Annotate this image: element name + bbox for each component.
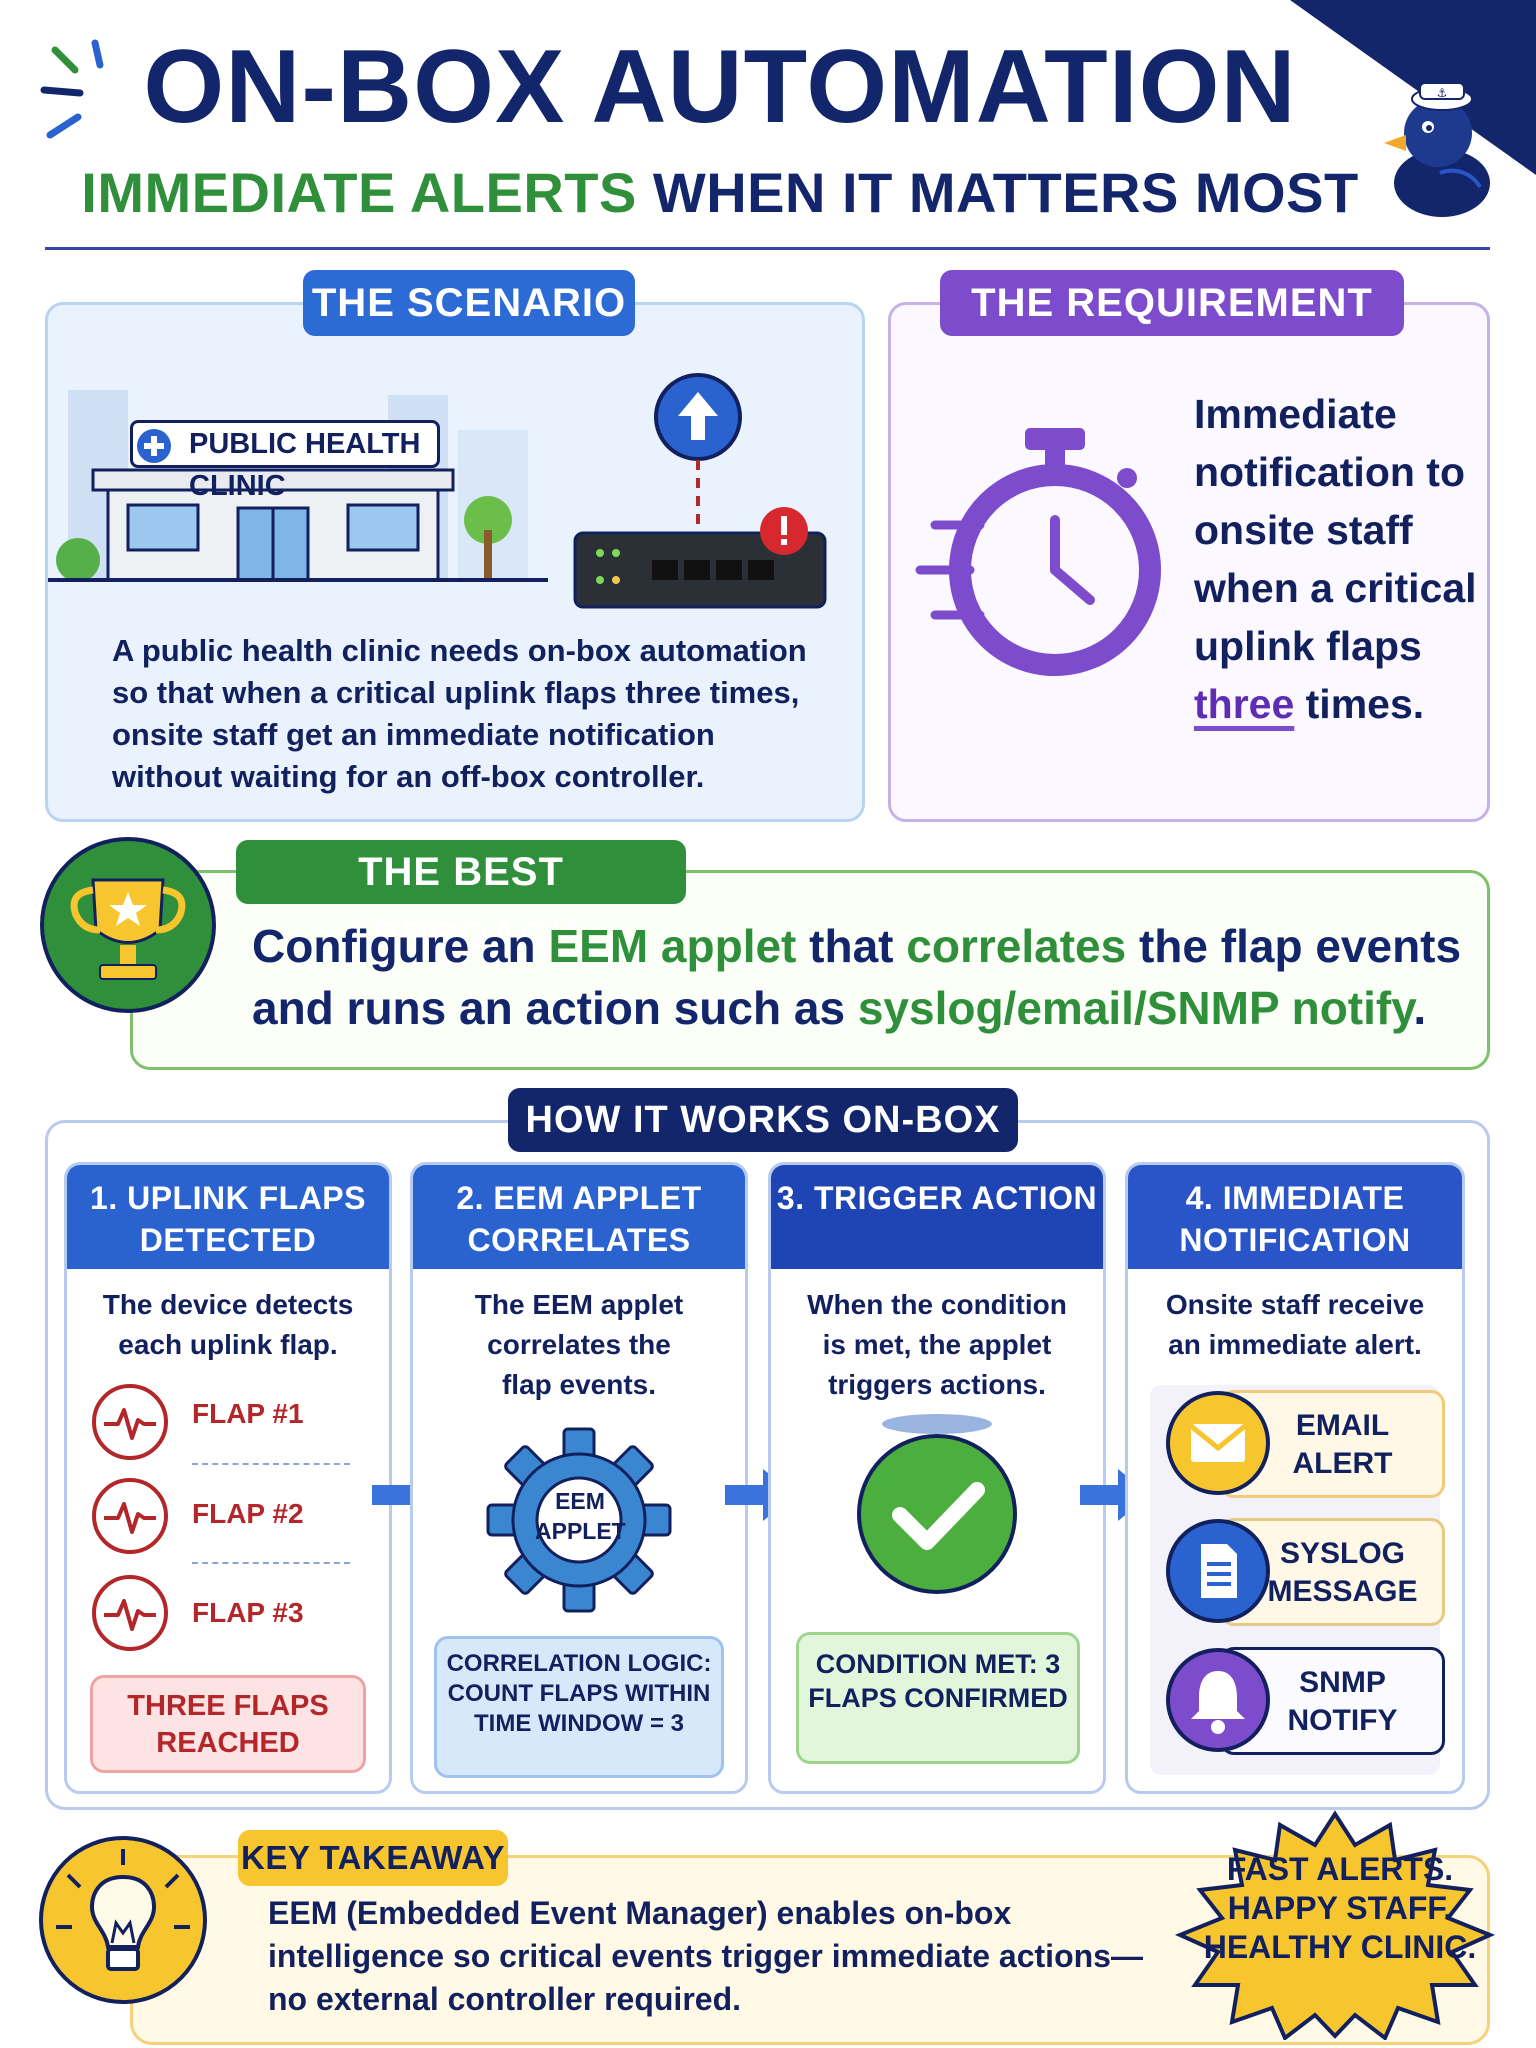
three-flaps-box: THREE FLAPS REACHED <box>90 1675 366 1773</box>
approach-text: Configure an EEM applet that correlates … <box>252 920 1462 1034</box>
step-1-title: 1. UPLINK FLAPS DETECTED <box>67 1165 389 1269</box>
bell-icon <box>1166 1648 1270 1752</box>
requirement-text: Immediate notification to onsite staff w… <box>1194 391 1477 727</box>
step-4-desc: Onsite staff receive an immediate alert. <box>1165 1289 1425 1360</box>
page-title: ON-BOX AUTOMATION <box>143 29 1297 145</box>
how-it-works-heading: HOW IT WORKS ON-BOX <box>508 1088 1018 1152</box>
svg-text:⚓: ⚓ <box>1437 86 1448 100</box>
pulse-icon <box>92 1478 168 1554</box>
takeaway-text: EEM (Embedded Event Manager) enables on-… <box>268 1895 1143 2017</box>
step-2-title: 2. EEM APPLET CORRELATES <box>413 1165 745 1269</box>
scenario-heading: THE SCENARIO <box>303 270 635 336</box>
connector-line <box>696 460 700 530</box>
correlation-logic-box: CORRELATION LOGIC: COUNT FLAPS WITHIN TI… <box>434 1636 724 1778</box>
pulse-icon <box>92 1384 168 1460</box>
step-2-desc: The EEM applet correlates the flap event… <box>474 1289 684 1400</box>
duck-mascot-icon: ⚓ <box>1384 82 1490 217</box>
page-subtitle: IMMEDIATE ALERTS WHEN IT MATTERS MOST <box>81 161 1359 224</box>
divider <box>45 247 1490 250</box>
divider <box>192 1562 350 1564</box>
step-3-desc: When the condition is met, the applet tr… <box>807 1289 1067 1400</box>
clinic-illustration <box>48 390 548 582</box>
step-1-desc: The device detects each uplink flap. <box>102 1289 354 1360</box>
divider <box>192 1463 350 1465</box>
trophy-icon <box>40 837 216 1013</box>
flap-3-label: FLAP #3 <box>192 1597 304 1628</box>
step-4-title: 4. IMMEDIATE NOTIFICATION <box>1128 1165 1462 1269</box>
gear-icon <box>486 1427 672 1613</box>
checkmark-icon <box>857 1414 1017 1594</box>
requirement-panel <box>888 302 1490 822</box>
takeaway-heading: KEY TAKEAWAY <box>238 1830 508 1886</box>
sparkle-icon <box>40 39 104 139</box>
router-icon <box>573 507 827 609</box>
clinic-sign: PUBLIC HEALTH CLINIC <box>130 420 440 502</box>
gear-label: EEM APPLET <box>535 1488 626 1544</box>
medical-cross-icon <box>137 429 171 463</box>
badge-text: FAST ALERTS. HAPPY STAFF. HEALTHY CLINIC… <box>1203 1851 1477 1965</box>
starburst-badge <box>1174 1810 1496 2040</box>
step-3-title: 3. TRIGGER ACTION <box>771 1165 1103 1269</box>
snmp-notify-card: SNMP NOTIFY <box>1220 1647 1445 1755</box>
document-icon <box>1166 1519 1270 1623</box>
requirement-heading: THE REQUIREMENT <box>940 270 1404 336</box>
stopwatch-icon <box>915 428 1161 676</box>
email-icon <box>1166 1391 1270 1495</box>
approach-heading: THE BEST APPROACH <box>236 840 686 958</box>
up-arrow-icon <box>654 373 742 461</box>
flap-1-label: FLAP #1 <box>192 1398 304 1429</box>
pulse-icon <box>92 1575 168 1651</box>
flap-2-label: FLAP #2 <box>192 1498 304 1529</box>
lightbulb-icon <box>39 1836 207 2004</box>
scenario-text: A public health clinic needs on-box auto… <box>112 633 807 794</box>
condition-met-box: CONDITION MET: 3 FLAPS CONFIRMED <box>796 1632 1080 1764</box>
corner-decoration <box>1290 0 1536 175</box>
